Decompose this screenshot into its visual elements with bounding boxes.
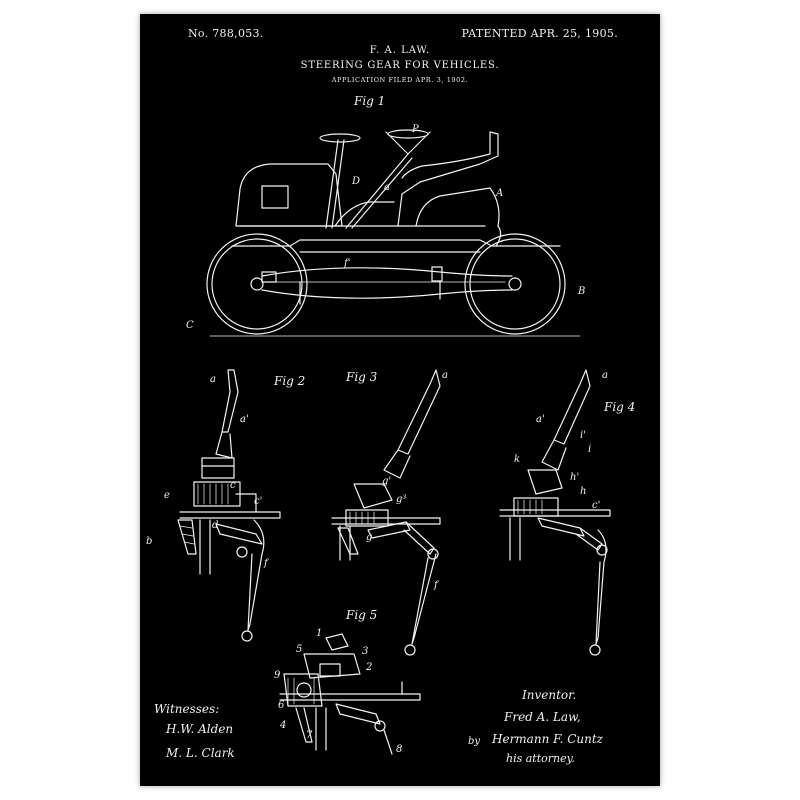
label-c1-fig4: c' — [592, 500, 601, 511]
label-a-fig3: a — [442, 370, 448, 381]
witness-signature-2: M. L. Clark — [166, 746, 235, 760]
patent-number: No. 788,053. — [188, 27, 264, 40]
label-g1-fig3: g' — [382, 476, 392, 487]
fig3-drawing — [331, 369, 441, 656]
fig4-label: Fig 4 — [604, 400, 636, 414]
label-b: b — [146, 536, 153, 547]
application-filed: APPLICATION FILED APR. 3, 1902. — [331, 76, 469, 84]
patent-poster: No. 788,053. PATENTED APR. 25, 1905. F. … — [140, 14, 660, 786]
fig4-drawing — [499, 369, 611, 656]
label-a1-fig2: a' — [240, 414, 249, 425]
label-6-fig5: 6 — [278, 700, 285, 711]
witnesses-label: Witnesses: — [154, 702, 220, 716]
label-a1-fig4: a' — [536, 414, 545, 425]
label-h1-fig4: h' — [570, 472, 580, 483]
label-5-fig5: 5 — [296, 644, 303, 655]
label-p: P — [412, 124, 419, 135]
label-i-fig4: i — [588, 444, 592, 455]
label-4-fig5: 4 — [280, 720, 287, 731]
patent-date: PATENTED APR. 25, 1905. — [461, 27, 618, 40]
inventor-heading: F. A. LAW. — [369, 45, 431, 56]
label-A: A — [496, 188, 504, 199]
label-g3-fig3: g³ — [396, 494, 407, 505]
label-1-fig5: 1 — [316, 628, 323, 639]
label-C: C — [186, 320, 194, 331]
label-d-fig2: d — [212, 520, 219, 531]
label-2-fig5: 2 — [366, 662, 373, 673]
label-a-fig2: a — [210, 374, 216, 385]
label-9-fig5: 9 — [274, 670, 281, 681]
label-e: e — [164, 490, 170, 501]
label-i1-fig4: i' — [580, 430, 586, 441]
label-d: D — [352, 176, 361, 187]
fig5-drawing — [279, 633, 421, 755]
fig1-vehicle-drawing — [206, 129, 581, 337]
label-a-fig4: a — [602, 370, 608, 381]
label-h-fig4: h — [580, 486, 587, 497]
fig3-label: Fig 3 — [346, 370, 378, 384]
label-g-fig3: g — [366, 532, 373, 543]
inventor-label: Inventor. — [522, 688, 577, 702]
label-c-fig2: c — [230, 480, 236, 491]
label-8-fig5: 8 — [396, 744, 403, 755]
label-f-fig2: f — [264, 558, 268, 569]
fig2-drawing — [177, 369, 281, 642]
label-f-fig3: f — [434, 580, 438, 591]
patent-title: STEERING GEAR FOR VEHICLES. — [300, 60, 500, 71]
label-a-fig1: a — [384, 182, 390, 193]
fig2-label: Fig 2 — [274, 374, 306, 388]
attorney-label: his attorney. — [506, 752, 575, 765]
label-c1-fig2: c' — [254, 496, 263, 507]
attorney-signature: Hermann F. Cuntz — [492, 732, 603, 746]
patent-drawing — [177, 129, 611, 755]
label-f1-fig1: f' — [344, 258, 351, 269]
fig1-label: Fig 1 — [354, 94, 386, 108]
label-B: B — [578, 286, 586, 297]
witness-signature-1: H.W. Alden — [166, 722, 234, 736]
label-k-fig4: k — [514, 454, 521, 465]
by-label: by — [468, 736, 481, 747]
fig5-label: Fig 5 — [346, 608, 378, 622]
label-7-fig5: 7 — [306, 730, 313, 741]
inventor-signature: Fred A. Law, — [504, 710, 581, 724]
label-3-fig5: 3 — [362, 646, 369, 657]
